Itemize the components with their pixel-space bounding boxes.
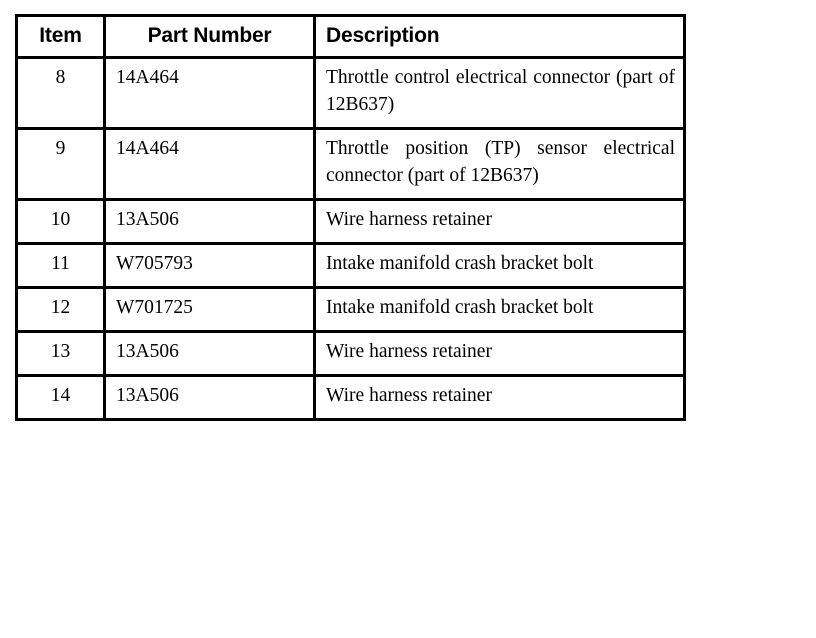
column-header-part-number: Part Number	[103, 14, 316, 59]
cell-item: 12	[15, 286, 106, 333]
cell-item: 10	[15, 198, 106, 245]
cell-description: Throttle position (TP) sensor electrical…	[313, 127, 686, 201]
cell-description: Wire harness retainer	[313, 374, 686, 421]
cell-part-number: 13A506	[103, 330, 316, 377]
column-header-item: Item	[15, 14, 106, 59]
description-text: Wire harness retainer	[326, 385, 492, 406]
cell-item: 13	[15, 330, 106, 377]
cell-description: Throttle control electrical connector (p…	[313, 56, 686, 130]
cell-description: Wire harness retainer	[313, 330, 686, 377]
cell-part-number: 14A464	[103, 127, 316, 201]
cell-item: 14	[15, 374, 106, 421]
cell-item: 11	[15, 242, 106, 289]
cell-description: Wire harness retainer	[313, 198, 686, 245]
cell-part-number: W701725	[103, 286, 316, 333]
description-text: Throttle position (TP) sensor electrical…	[326, 138, 675, 186]
table-header: Item Part Number Description	[15, 14, 686, 59]
cell-description: Intake manifold crash bracket bolt	[313, 286, 686, 333]
description-text: Wire harness retainer	[326, 209, 492, 230]
description-text: Wire harness retainer	[326, 341, 492, 362]
column-header-description: Description	[313, 14, 686, 59]
cell-part-number: 14A464	[103, 56, 316, 130]
cell-item: 8	[15, 56, 106, 130]
cell-part-number: W705793	[103, 242, 316, 289]
description-text: Intake manifold crash bracket bolt	[326, 297, 594, 318]
cell-part-number: 13A506	[103, 374, 316, 421]
cell-part-number: 13A506	[103, 198, 316, 245]
cell-description: Intake manifold crash bracket bolt	[313, 242, 686, 289]
cell-item: 9	[15, 127, 106, 201]
table-header-row: Item Part Number Description	[15, 14, 686, 59]
description-text: Intake manifold crash bracket bolt	[326, 253, 594, 274]
description-text: Throttle control electrical connector (p…	[326, 67, 675, 115]
